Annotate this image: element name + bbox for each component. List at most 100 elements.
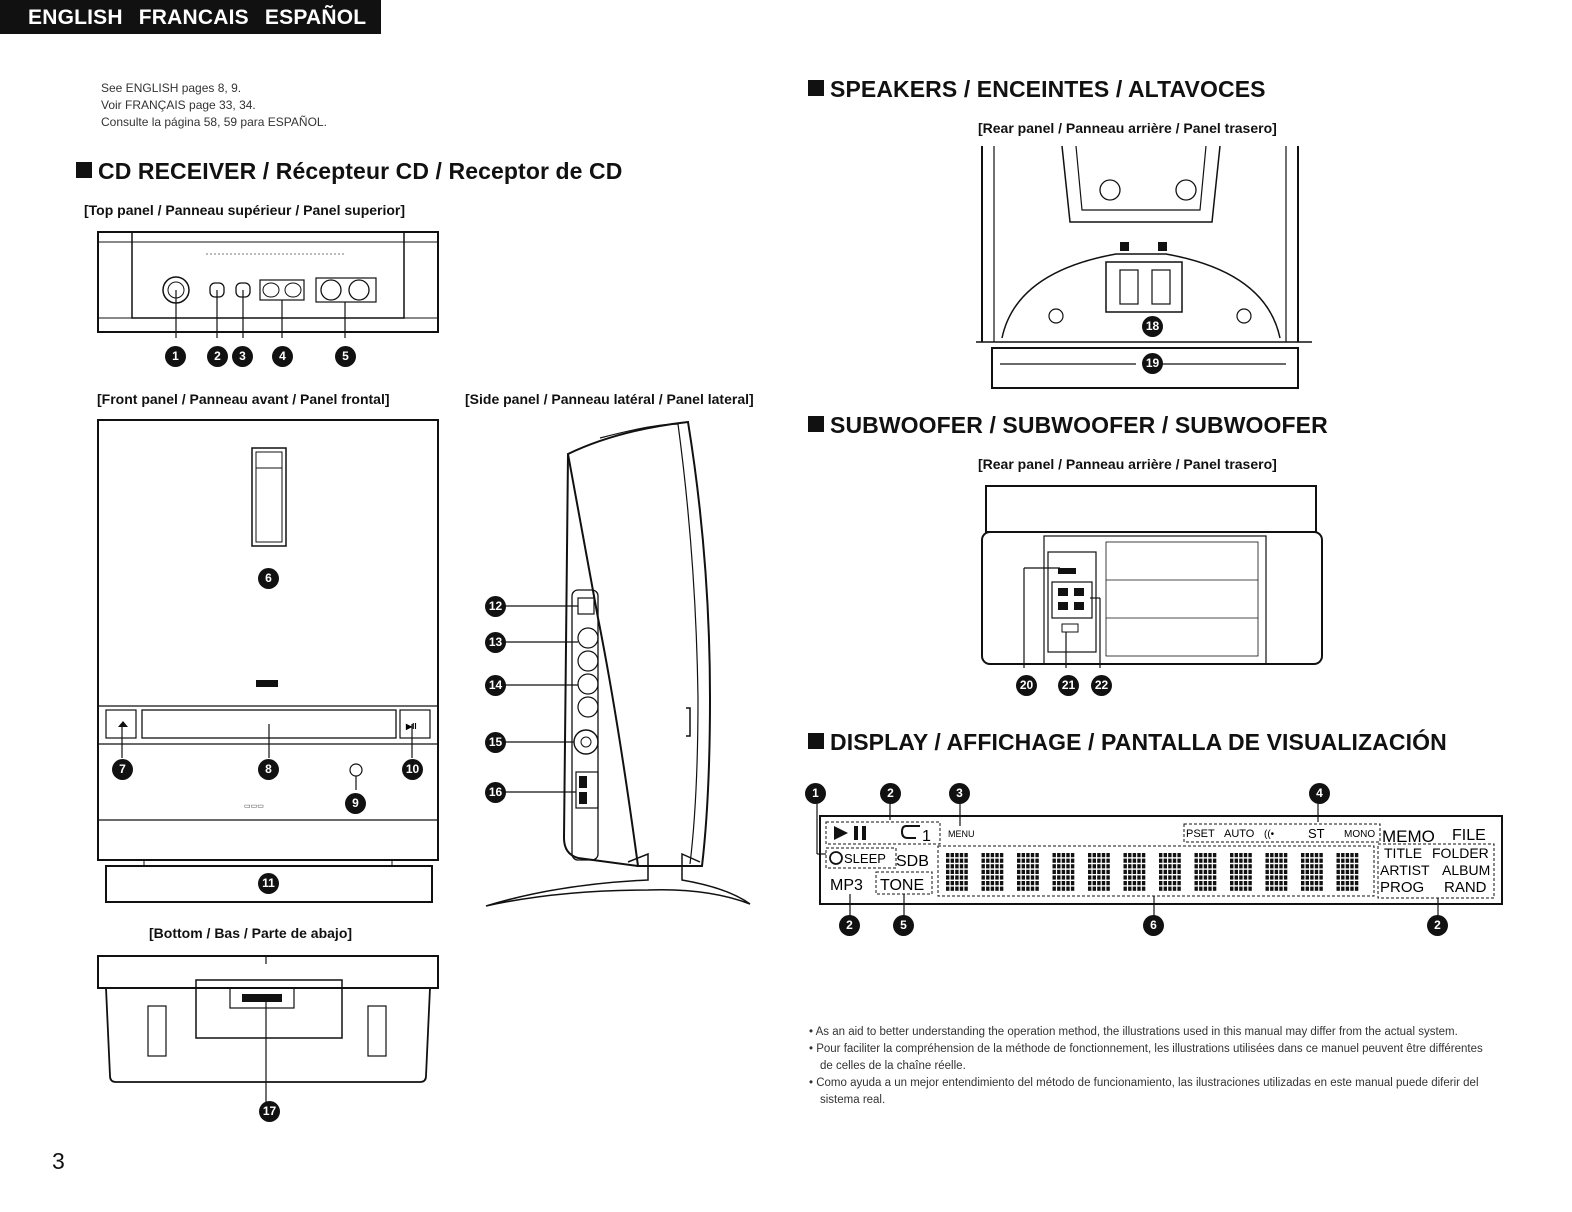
segment-dot	[1336, 875, 1340, 880]
segment-dot	[1163, 869, 1167, 874]
artist-indicator: ARTIST	[1380, 862, 1430, 878]
display-callout-1: 1	[805, 783, 826, 804]
repeat-one-indicator: 1	[922, 828, 931, 845]
segment-dot	[959, 853, 964, 858]
segment-dot	[1070, 869, 1075, 874]
callout-22: 22	[1091, 675, 1112, 696]
segment-dot	[1336, 853, 1340, 858]
segment-dot	[1172, 864, 1177, 869]
segment-dot	[1305, 881, 1309, 886]
segment-dot	[999, 881, 1004, 886]
segment-dot	[1194, 864, 1198, 869]
segment-dot	[959, 886, 964, 891]
segment-dot	[1305, 869, 1309, 874]
segment-dot	[1234, 875, 1238, 880]
segment-dot	[1128, 881, 1132, 886]
segment-dot	[1243, 864, 1248, 869]
segment-dot	[1101, 869, 1106, 874]
segment-dot	[1194, 875, 1198, 880]
segment-dot	[1172, 875, 1177, 880]
segment-dot	[1137, 858, 1141, 863]
section-title-display: DISPLAY / AFFICHAGE / PANTALLA DE VISUAL…	[808, 729, 1447, 756]
segment-dot	[1265, 886, 1269, 891]
segment-dot	[1194, 881, 1198, 886]
segment-dot	[1141, 875, 1146, 880]
segment-dot	[1097, 875, 1101, 880]
segment-dot	[950, 864, 954, 869]
segment-dot	[990, 869, 995, 874]
segment-dot	[1097, 864, 1101, 869]
segment-dot	[1345, 858, 1350, 863]
segment-dot	[1097, 881, 1101, 886]
segment-dot	[1270, 864, 1274, 869]
character-cell	[946, 853, 968, 891]
segment-dot	[1310, 858, 1314, 863]
mp3-indicator: MP3	[830, 877, 863, 894]
segment-dot	[1159, 864, 1163, 869]
segment-dot	[1030, 881, 1035, 886]
segment-dot	[1265, 875, 1269, 880]
segment-dot	[1035, 853, 1039, 858]
segment-dot	[1199, 864, 1203, 869]
segment-dot	[1345, 869, 1350, 874]
segment-dot	[986, 858, 990, 863]
segment-dot	[1305, 853, 1309, 858]
segment-dot	[946, 864, 950, 869]
segment-dot	[1336, 858, 1340, 863]
segment-dot	[1305, 864, 1309, 869]
segment-dot	[1159, 853, 1163, 858]
segment-dot	[1319, 864, 1323, 869]
brand-logo: ▭▭▭	[244, 803, 264, 810]
segment-dot	[1203, 853, 1208, 858]
segment-dot	[1159, 886, 1163, 891]
menu-indicator: MENU	[948, 829, 975, 839]
segment-dot	[1061, 881, 1066, 886]
segment-dot	[1350, 869, 1354, 874]
segment-dot	[1163, 881, 1167, 886]
callout-14: 14	[485, 675, 506, 696]
segment-dot	[1212, 881, 1217, 886]
segment-dot	[1279, 881, 1283, 886]
callout-6: 6	[258, 568, 279, 589]
note-french: • Pour faciliter la compréhension de la …	[809, 1043, 1483, 1072]
callout-20: 20	[1016, 675, 1037, 696]
segment-dot	[1101, 858, 1106, 863]
display-callout-4: 4	[1309, 783, 1330, 804]
segment-dot	[1168, 869, 1172, 874]
segment-dot	[1052, 858, 1056, 863]
segment-dot	[1239, 864, 1243, 869]
segment-dot	[1314, 864, 1319, 869]
segment-dot	[1106, 858, 1110, 863]
segment-dot	[1279, 858, 1283, 863]
segment-dot	[1088, 869, 1092, 874]
segment-dot	[1026, 853, 1030, 858]
segment-dot	[999, 886, 1004, 891]
segment-dot	[1345, 853, 1350, 858]
segment-dot	[1066, 853, 1070, 858]
segment-dot	[1194, 869, 1198, 874]
segment-dot	[986, 886, 990, 891]
segment-dot	[1101, 853, 1106, 858]
segment-dot	[1177, 869, 1181, 874]
segment-dot	[1203, 881, 1208, 886]
segment-dot	[1248, 858, 1252, 863]
segment-dot	[1061, 875, 1066, 880]
segment-dot	[1345, 881, 1350, 886]
segment-dot	[1057, 858, 1061, 863]
segment-dot	[1061, 869, 1066, 874]
subwoofer-rear-illustration	[981, 485, 1323, 668]
segment-dot	[1066, 875, 1070, 880]
segment-dot	[1341, 858, 1345, 863]
callout-5: 5	[335, 346, 356, 367]
segment-dot	[1172, 853, 1177, 858]
callout-9: 9	[345, 793, 366, 814]
segment-dot	[1168, 886, 1172, 891]
segment-dot	[955, 875, 959, 880]
segment-dot	[1123, 886, 1127, 891]
segment-dot	[1350, 875, 1354, 880]
segment-dot	[1021, 858, 1025, 863]
segment-dot	[1279, 875, 1283, 880]
segment-dot	[1208, 858, 1212, 863]
segment-dot	[959, 869, 964, 874]
segment-dot	[1336, 881, 1340, 886]
